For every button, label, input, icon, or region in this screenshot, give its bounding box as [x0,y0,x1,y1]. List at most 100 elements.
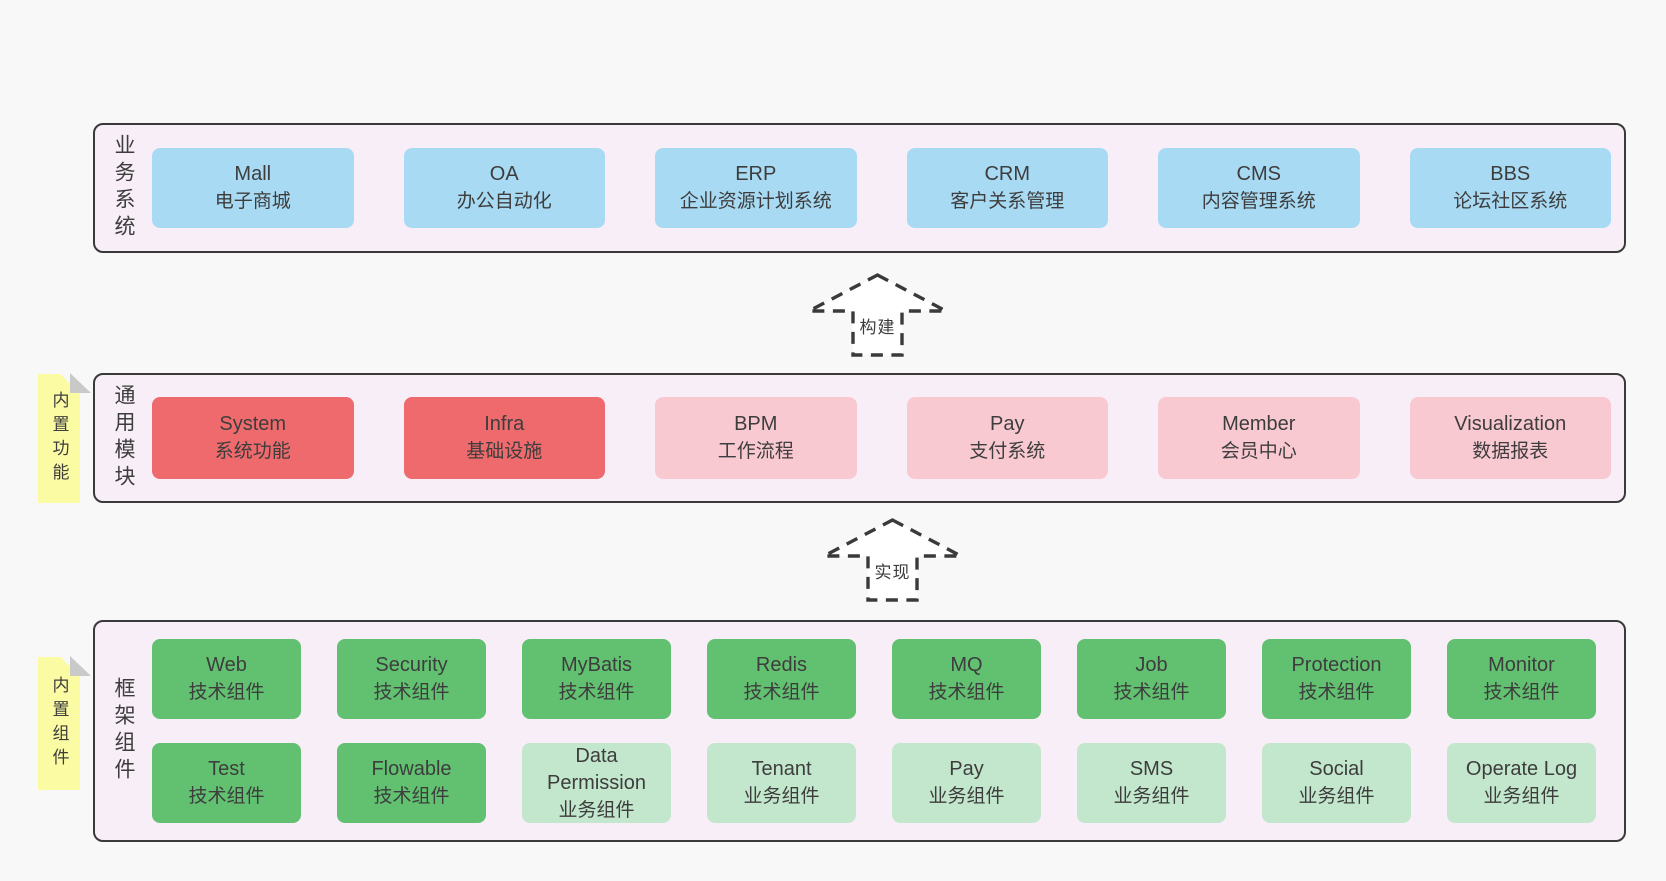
node-oa: OA 办公自动化 [403,148,605,228]
node-bbs: BBS 论坛社区系统 [1409,148,1611,228]
node-title: Tenant [751,758,812,780]
node-subtitle: 业务组件 [1483,786,1560,807]
node-pay-component: Pay 业务组件 [892,743,1041,823]
node-subtitle: 办公自动化 [456,191,552,212]
node-subtitle: 企业资源计划系统 [679,191,832,212]
node-subtitle: 业务组件 [743,786,820,807]
node-subtitle: 技术组件 [743,682,820,703]
node-title: MQ [950,654,983,676]
node-protection: Protection 技术组件 [1262,639,1411,719]
layer-label-column: 框架组件 [95,622,152,840]
node-title: OA [489,163,519,185]
node-infra: Infra 基础设施 [403,397,605,479]
node-subtitle: 技术组件 [188,786,265,807]
node-title: Flowable [371,758,452,780]
node-subtitle: 论坛社区系统 [1453,191,1568,212]
node-mall: Mall 电子商城 [152,148,354,228]
node-title: Test [208,758,245,780]
common-modules-row: System 系统功能 Infra 基础设施 BPM 工作流程 Pay 支付系统… [152,375,1624,501]
node-title: CRM [984,163,1031,185]
arrow-implement: 实现 [820,518,965,603]
node-web: Web 技术组件 [152,639,301,719]
node-subtitle: 基础设施 [466,441,543,462]
node-title: Web [206,654,247,676]
arrow-build-label: 构建 [856,311,899,340]
layer-common-modules-label: 通用模块 [112,384,135,492]
node-visualization: Visualization 数据报表 [1409,397,1611,479]
node-title: Monitor [1488,654,1555,676]
sticky-built-in-components: 内置组件 [38,656,91,790]
sticky-built-in-features-label: 内置功能 [49,390,69,487]
node-test: Test 技术组件 [152,743,301,823]
node-mq: MQ 技术组件 [892,639,1041,719]
node-bpm: BPM 工作流程 [655,397,857,479]
arrow-build: 构建 [805,273,950,358]
layer-label-column: 业务系统 [95,125,152,251]
node-title: MyBatis [560,654,633,676]
node-subtitle: 业务组件 [928,786,1005,807]
layer-framework-components: 框架组件 Web 技术组件 Security 技术组件 MyBatis 技术组件… [93,620,1626,842]
node-subtitle: 技术组件 [1483,682,1560,703]
node-operate-log: Operate Log 业务组件 [1447,743,1596,823]
node-erp: ERP 企业资源计划系统 [655,148,857,228]
folded-corner-icon [70,373,91,393]
node-subtitle: 会员中心 [1220,441,1297,462]
node-subtitle: 技术组件 [373,786,450,807]
node-subtitle: 技术组件 [1113,682,1190,703]
node-subtitle: 技术组件 [558,682,635,703]
node-mybatis: MyBatis 技术组件 [522,639,671,719]
arrow-implement-label: 实现 [871,556,914,585]
node-title: BBS [1490,163,1531,185]
node-cms: CMS 内容管理系统 [1158,148,1360,228]
node-title: Data Permission [547,744,646,794]
framework-components-rows: Web 技术组件 Security 技术组件 MyBatis 技术组件 Redi… [152,622,1624,840]
node-subtitle: 业务组件 [1298,786,1375,807]
node-title: BPM [734,413,778,435]
node-title: ERP [735,163,777,185]
node-subtitle: 业务组件 [1113,786,1190,807]
node-pay-module: Pay 支付系统 [906,397,1108,479]
node-member: Member 会员中心 [1158,397,1360,479]
node-title: Operate Log [1465,758,1578,780]
node-title: Redis [755,654,808,676]
node-subtitle: 数据报表 [1472,441,1549,462]
framework-row-1: Web 技术组件 Security 技术组件 MyBatis 技术组件 Redi… [152,639,1596,719]
node-job: Job 技术组件 [1077,639,1226,719]
node-title: Security [375,654,448,676]
node-data-permission: Data Permission 业务组件 [522,743,671,823]
node-title: Pay [949,758,984,780]
node-subtitle: 内容管理系统 [1201,191,1316,212]
layer-framework-components-label: 框架组件 [112,677,135,785]
node-subtitle: 业务组件 [558,799,635,821]
node-subtitle: 支付系统 [969,441,1046,462]
node-title: Infra [484,413,525,435]
node-title: Social [1309,758,1364,780]
node-title: Pay [990,413,1025,435]
node-redis: Redis 技术组件 [707,639,856,719]
node-security: Security 技术组件 [337,639,486,719]
node-crm: CRM 客户关系管理 [906,148,1108,228]
node-system: System 系统功能 [152,397,354,479]
business-systems-row: Mall 电子商城 OA 办公自动化 ERP 企业资源计划系统 CRM 客户关系… [152,125,1624,251]
layer-business-systems: 业务系统 Mall 电子商城 OA 办公自动化 ERP 企业资源计划系统 CRM… [93,123,1626,253]
node-title: Visualization [1454,413,1567,435]
node-subtitle: 技术组件 [928,682,1005,703]
node-title: Mall [234,163,272,185]
node-title: Member [1222,413,1296,435]
node-subtitle: 技术组件 [373,682,450,703]
node-monitor: Monitor 技术组件 [1447,639,1596,719]
sticky-built-in-components-label: 内置组件 [49,675,69,772]
node-subtitle: 工作流程 [717,441,794,462]
node-title: Protection [1291,654,1382,676]
node-subtitle: 电子商城 [214,191,291,212]
node-subtitle: 技术组件 [1298,682,1375,703]
node-sms: SMS 业务组件 [1077,743,1226,823]
node-flowable: Flowable 技术组件 [337,743,486,823]
node-subtitle: 客户关系管理 [950,191,1065,212]
folded-corner-icon [70,656,91,676]
node-title: CMS [1236,163,1281,185]
sticky-built-in-features: 内置功能 [38,373,91,503]
node-title: SMS [1129,758,1174,780]
node-title: System [219,413,287,435]
